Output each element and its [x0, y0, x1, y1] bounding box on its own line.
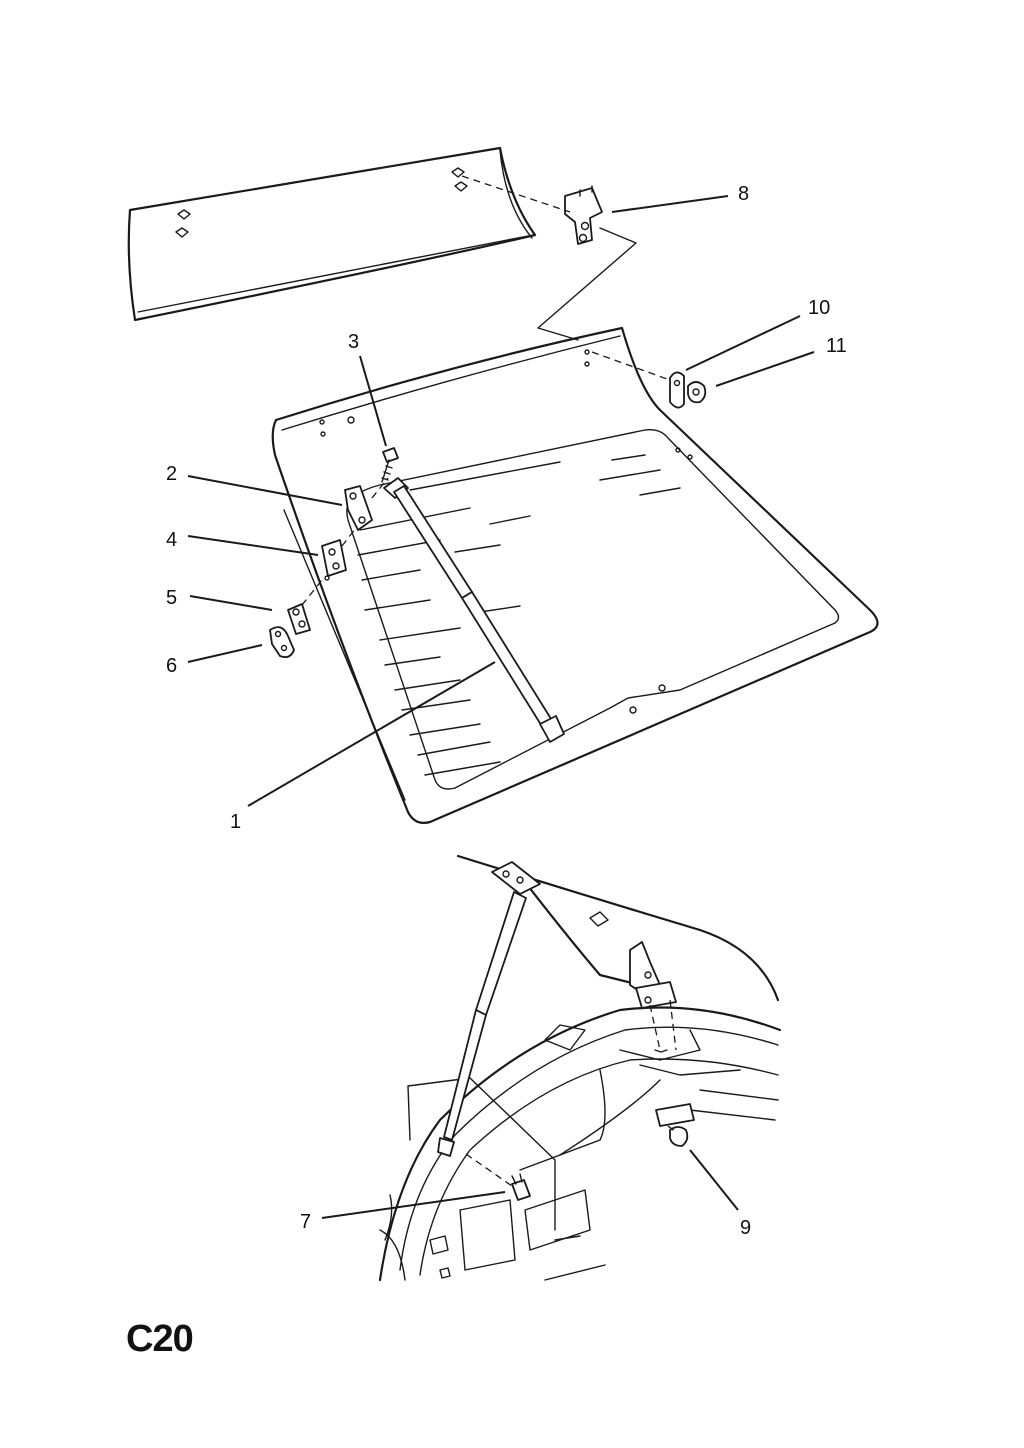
leader-1 [247, 661, 496, 807]
plate-part-5 [287, 603, 311, 635]
gas-strut-part-1 [383, 477, 565, 743]
bracket-part-2 [344, 485, 373, 531]
callout-4: 4 [166, 529, 177, 551]
panel-clip-icon [175, 167, 468, 238]
callout-11: 11 [826, 335, 847, 357]
leader-7 [321, 1191, 506, 1219]
washer-part-6 [269, 626, 295, 659]
leader-10 [685, 315, 801, 371]
leader-3 [359, 355, 387, 447]
plate-part-4 [321, 539, 347, 577]
leader-6 [187, 644, 263, 663]
tailgate-glass [271, 326, 879, 824]
callout-6: 6 [166, 655, 177, 677]
lower-hinge-assembly [629, 941, 677, 1053]
hinge-part-8 [564, 185, 603, 245]
leader-5 [189, 595, 273, 611]
callout-3: 3 [348, 331, 359, 353]
nut-part-11 [687, 381, 707, 404]
leader-4 [187, 535, 319, 556]
lower-gas-strut [437, 861, 541, 1157]
leader-11 [715, 351, 815, 387]
upper-panel [127, 146, 537, 322]
callout-5: 5 [166, 587, 177, 609]
page-code: C20 [126, 1318, 194, 1360]
leader-8 [611, 195, 729, 213]
bolt-part-3 [381, 447, 399, 483]
leader-9 [689, 1149, 739, 1211]
callout-1: 1 [230, 811, 241, 833]
callout-10: 10 [808, 297, 830, 319]
callout-9: 9 [740, 1217, 751, 1239]
callout-2: 2 [166, 463, 177, 485]
heater-grid-lines [357, 454, 681, 776]
leader-lines [187, 195, 815, 1219]
callout-7: 7 [300, 1211, 311, 1233]
glass-hole-icon [319, 349, 693, 714]
body-opening-view [378, 854, 782, 1282]
callout-labels: 1 2 3 4 5 6 7 8 9 10 11 [166, 183, 847, 1239]
leader-2 [187, 475, 343, 506]
striker-part-9 [655, 1103, 695, 1147]
stud-part-7 [465, 1153, 531, 1201]
callout-8: 8 [738, 183, 749, 205]
washer-part-10 [669, 371, 685, 409]
